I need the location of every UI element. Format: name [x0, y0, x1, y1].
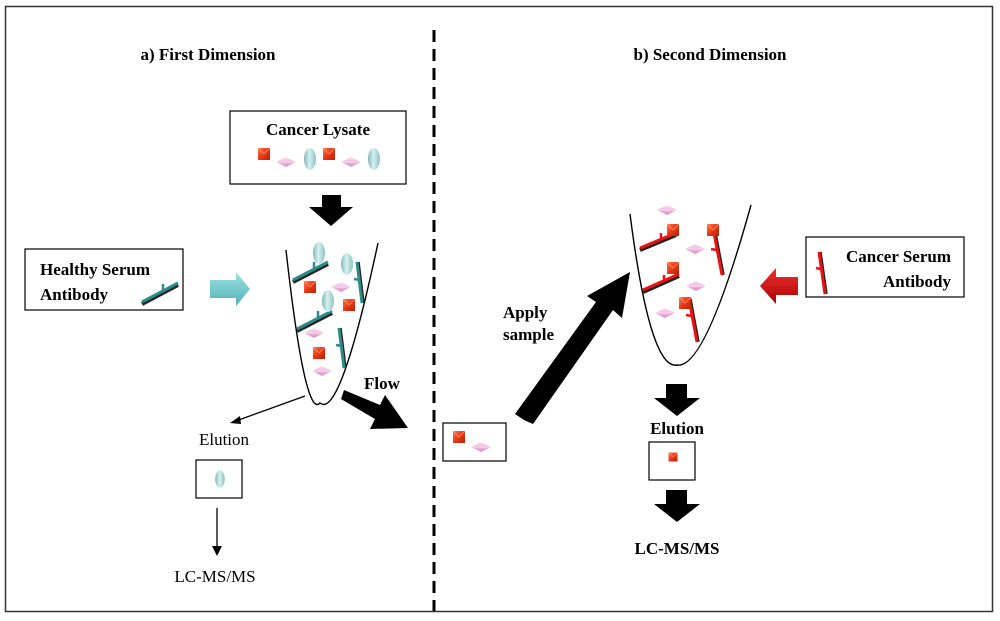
healthy-antibody-icon	[335, 327, 347, 369]
panel-second-dimension: b) Second Dimension Apply sample	[442, 45, 965, 558]
diamond-protein-icon	[656, 204, 678, 216]
apply-label-line1: Apply	[503, 303, 548, 322]
healthy-antibody-label-line2: Antibody	[40, 285, 109, 304]
cube-protein-icon	[312, 346, 326, 360]
healthy-antibody-icon	[353, 261, 365, 304]
ellipse-protein-icon	[313, 242, 325, 264]
cube-protein-icon	[322, 147, 336, 161]
cancer-antibody-label-line2: Antibody	[883, 272, 952, 291]
cancer-antibody-icon	[710, 232, 725, 276]
flowthrough-sample-box	[442, 422, 507, 462]
diamond-protein-icon	[330, 281, 352, 293]
ellipse-protein-icon	[215, 470, 225, 488]
diamond-protein-icon	[654, 307, 676, 319]
elution-label-b: Elution	[650, 419, 704, 438]
cube-protein-icon	[303, 280, 317, 294]
ellipse-protein-icon	[368, 148, 380, 170]
lcmsms-label-a: LC-MS/MS	[174, 567, 255, 586]
down-arrow-icon	[654, 490, 700, 522]
panel-b-title: b) Second Dimension	[633, 45, 787, 64]
elution-result-box-a	[195, 459, 243, 499]
cancer-serum-antibody-box: Cancer Serum Antibody	[805, 236, 965, 298]
flow-arrow-icon	[341, 390, 408, 429]
down-arrow-icon	[309, 195, 353, 226]
cancer-antibody-label-line1: Cancer Serum	[846, 247, 951, 266]
healthy-antibody-label-line1: Healthy Serum	[40, 260, 150, 279]
apply-label-line2: sample	[503, 325, 554, 344]
cancer-lysate-box: Cancer Lysate	[229, 110, 407, 185]
healthy-antibody-icon	[141, 281, 179, 306]
cube-protein-icon	[666, 223, 680, 237]
elution-arrow-icon	[230, 395, 306, 424]
down-thin-arrow-icon	[212, 508, 222, 556]
panel-a-title: a) First Dimension	[140, 45, 276, 64]
down-arrow-icon	[654, 384, 700, 416]
elution-result-box-b	[648, 441, 696, 481]
ellipse-protein-icon	[341, 253, 353, 275]
panel-first-dimension: a) First Dimension Cancer Lysate Healthy…	[24, 45, 408, 586]
column-first-dimension	[285, 242, 379, 406]
ellipse-protein-icon	[304, 148, 316, 170]
column-second-dimension	[629, 204, 752, 366]
cancer-antibody-icon	[815, 251, 828, 295]
cube-protein-icon	[706, 223, 720, 237]
healthy-serum-antibody-box: Healthy Serum Antibody	[24, 248, 184, 311]
flow-label: Flow	[364, 374, 401, 393]
healthy-antibody-icon	[296, 309, 333, 333]
lcmsms-label-b: LC-MS/MS	[635, 539, 720, 558]
cube-protein-icon	[668, 452, 678, 462]
diamond-protein-icon	[303, 327, 325, 339]
red-left-arrow-icon	[760, 268, 798, 304]
diamond-protein-icon	[311, 365, 333, 377]
cyan-right-arrow-icon	[210, 272, 250, 306]
cancer-antibody-icon	[642, 272, 680, 294]
ellipse-protein-icon	[322, 290, 334, 312]
elution-label-a: Elution	[199, 430, 250, 449]
outer-frame	[4, 5, 994, 613]
cube-protein-icon	[342, 298, 356, 312]
diamond-protein-icon	[685, 280, 707, 292]
cube-protein-icon	[257, 147, 271, 161]
diamond-protein-icon	[684, 243, 706, 255]
cube-protein-icon	[666, 261, 680, 275]
cube-protein-icon	[452, 430, 466, 444]
apply-sample-arrow-icon	[515, 272, 630, 424]
cube-protein-icon	[678, 296, 692, 310]
healthy-antibody-icon	[292, 260, 329, 284]
cancer-lysate-label: Cancer Lysate	[266, 120, 370, 139]
